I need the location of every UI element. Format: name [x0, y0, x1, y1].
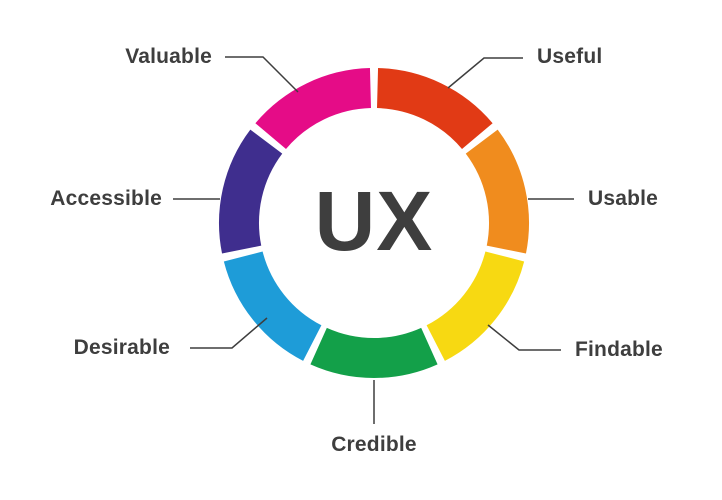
leader-line-valuable — [225, 56, 299, 93]
segment-label-accessible: Accessible — [50, 187, 162, 210]
segment-label-desirable: Desirable — [73, 336, 170, 359]
donut-segment-findable — [426, 250, 525, 361]
segment-label-usable: Usable — [588, 187, 659, 210]
segment-label-valuable: Valuable — [125, 45, 212, 68]
donut-segment-desirable — [223, 250, 322, 361]
segment-label-findable: Findable — [575, 338, 663, 361]
leader-line-desirable — [190, 317, 268, 349]
ux-center-label: UX — [314, 174, 434, 268]
donut-segment-useful — [376, 68, 493, 150]
leader-line-findable — [487, 324, 561, 351]
segment-label-useful: Useful — [537, 45, 603, 68]
segment-label-credible: Credible — [331, 433, 417, 456]
leader-line-useful — [447, 57, 523, 89]
donut-segment-valuable — [255, 68, 372, 150]
donut-segment-accessible — [219, 129, 283, 254]
donut-segment-usable — [465, 129, 529, 254]
donut-segment-credible — [310, 327, 438, 378]
